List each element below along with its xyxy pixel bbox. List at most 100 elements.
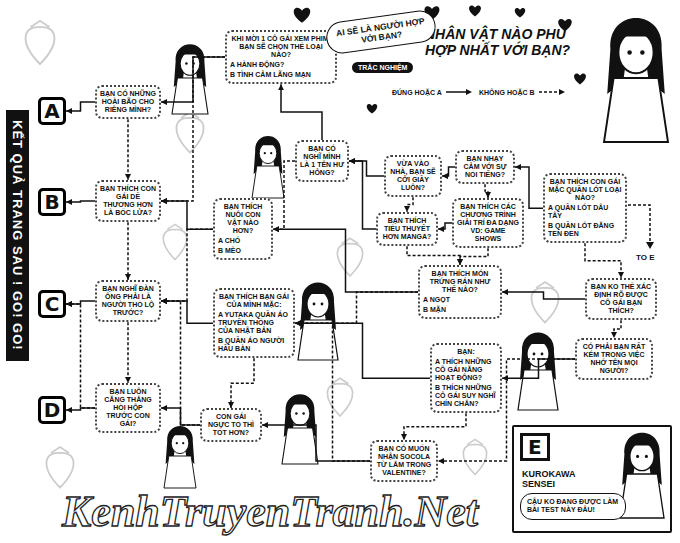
question-box: CON GÁI NGỰC TO THÌ TỐT HƠN?: [200, 408, 262, 442]
question-text: VỪA VÀO NHÀ, BẠN SẼ CỞI GIẦY LUÔN?: [389, 160, 437, 192]
question-text: BẠN THÍCH TIỂU THUYẾT HƠN MANGA?: [381, 217, 433, 241]
flow-arrow: [66, 304, 95, 408]
strawberry: [46, 447, 73, 488]
option-text: B MÈO: [218, 247, 268, 255]
result-letter: A: [44, 101, 59, 121]
flow-arrow: [127, 119, 129, 180]
flow-arrow: [231, 358, 254, 408]
flow-arrow: [585, 243, 621, 278]
option-text: B MẶN: [423, 306, 497, 314]
legend-text: ĐÚNG HOẶC A: [392, 89, 442, 96]
flow-arrow: [407, 246, 460, 265]
option-text: A QUẦN LÓT DÂU TÂY: [548, 204, 622, 220]
question-box: CÓ PHẢI BẠN RẤT KÉM TRONG VIỆC NHỚ TÊN M…: [575, 338, 653, 380]
option-text: B THÍCH NHỮNG CÔ GÁI SUY NGHĨ CHÍN CHẮN?: [435, 384, 497, 408]
heart: [574, 73, 586, 84]
heart: [294, 8, 310, 23]
strawberry: [337, 238, 362, 276]
question-text: BẠN NHẠY CẢM VỚI SỰ NỔI TIẾNG?: [460, 155, 510, 179]
result-box: B: [38, 188, 66, 216]
result-letter: E: [520, 433, 550, 461]
question-text: BẠN KO THỂ XÁC ĐỊNH RÕ ĐƯỢC CÔ GÁI BẠN T…: [590, 283, 652, 315]
legend-sample: [538, 88, 566, 96]
arrow-head: [646, 242, 654, 249]
strawberry: [327, 378, 352, 416]
result-letter: B: [44, 192, 59, 212]
chart-title: NHÂN VẬT NÀO PHÙ HỢP NHẤT VỚI BẠN?: [425, 26, 597, 58]
heart: [469, 5, 481, 16]
question-box: VỪA VÀO NHÀ, BẠN SẼ CỞI GIẦY LUÔN?: [384, 155, 442, 197]
heart-pattern: [294, 5, 586, 113]
flow-arrow: [295, 292, 418, 323]
flow-arrow: [485, 184, 488, 198]
option-text: A THÍCH NHỮNG CÔ GÁI NĂNG HOẠT ĐỘNG?: [435, 358, 497, 382]
flow-arrow: [66, 301, 95, 304]
strawberry: [176, 112, 203, 153]
speech-bubble: CẬU KO ĐANG ĐƯỢC LÀM BÀI TEST NÀY ĐÂU!: [520, 493, 626, 520]
boy-figure: [164, 426, 196, 488]
option-text: A CHÓ: [218, 237, 268, 245]
question-box: BẠN: A THÍCH NHỮNG CÔ GÁI NĂNG HOẠT ĐỘNG?…: [430, 343, 502, 413]
question-box: BẠN THÍCH TIỂU THUYẾT HƠN MANGA?: [376, 212, 438, 246]
question-text: BẠN CÓ NHỮNG HOÀI BÃO CHO RIÊNG MÌNH?: [100, 90, 156, 114]
question-text: BẠN THÍCH CON GÁI DỄ THƯƠNG HƠN LÀ BỐC L…: [100, 185, 156, 217]
flow-arrow: [66, 408, 95, 410]
to-e-arrow: [628, 205, 654, 249]
header-bubble: AI SẼ LÀ NGƯỜI HỢP VỚI BẠN?: [324, 9, 437, 56]
flow-arrow: [295, 323, 430, 378]
question-box: BẠN LUÔN CĂNG THẲNG HỒI HỘP TRƯỚC CON GÁ…: [95, 383, 161, 433]
question-text: KHI MỜI 1 CÔ GÁI XEM PHIM, BẠN SẼ CHỌN T…: [230, 35, 332, 59]
heart: [367, 104, 377, 114]
question-box: KHI MỜI 1 CÔ GÁI XEM PHIM, BẠN SẼ CHỌN T…: [225, 30, 337, 84]
flow-arrow: [127, 222, 129, 280]
question-text: BẠN THÍCH BẠN GÁI CỦA MÌNH MẶC:: [218, 293, 290, 309]
legend-arrowhead: [466, 89, 472, 95]
teacher-figure: [620, 433, 664, 518]
flow-arrow: [460, 248, 488, 265]
flow-arrow: [66, 200, 95, 202]
legend-arrowhead: [559, 89, 565, 95]
flow-arrow: [273, 161, 295, 229]
flow-arrow: [161, 229, 213, 301]
question-box: BẠN THÍCH MÓN TRỨNG RÁN NHƯ THẾ NÀO? A NG…: [418, 265, 502, 319]
flow-arrow: [66, 102, 95, 111]
question-box: BẠN CÓ NGHĨ MÌNH LÀ 1 TÊN HƯ HỎNG?: [295, 140, 349, 182]
flow-arrow: [281, 84, 322, 140]
question-text: BẠN LUÔN CĂNG THẲNG HỒI HỘP TRƯỚC CON GÁ…: [100, 388, 156, 428]
option-text: B QUẦN LÓT ĐĂNG TEN ĐEN: [548, 222, 622, 238]
legend: ĐÚNG HOẶC A KHÔNG HOẶC B: [392, 88, 572, 96]
question-box: BẠN THÍCH CÁC CHƯƠNG TRÌNH GIẢI TRÍ ĐA D…: [452, 198, 524, 248]
question-box: BẠN CÓ NHỮNG HOÀI BÃO CHO RIÊNG MÌNH?: [95, 85, 161, 119]
girl-figure: [282, 394, 318, 464]
strawberry-pattern: [26, 21, 559, 488]
question-text: BẠN THÍCH MÓN TRỨNG RÁN NHƯ THẾ NÀO?: [423, 270, 497, 294]
question-text: BẠN THÍCH CÁC CHƯƠNG TRÌNH GIẢI TRÍ ĐA D…: [457, 203, 519, 243]
result-box: D: [38, 396, 66, 424]
question-box: BẠN NGHĨ ĐÀN ÔNG PHẢI LÀ NGƯỜI THỔ LỘ TR…: [95, 280, 161, 322]
question-text: BẠN NGHĨ ĐÀN ÔNG PHẢI LÀ NGƯỜI THỔ LỘ TR…: [100, 285, 156, 317]
strawberry: [26, 21, 55, 64]
flow-arrow: [349, 161, 376, 229]
result-e-panel: EKUROKAWA SENSEICẬU KO ĐANG ĐƯỢC LÀM BÀI…: [512, 425, 672, 533]
legend-line: [539, 91, 560, 93]
strawberry: [163, 224, 186, 259]
strawberry: [531, 282, 558, 323]
watermark: KenhTruyenTranh.Net: [62, 490, 478, 534]
flow-arrow: [438, 223, 452, 229]
flow-arrow: [295, 323, 370, 461]
flow-arrow: [442, 167, 455, 176]
flow-arrow: [161, 57, 225, 201]
question-text: CÓ PHẢI BẠN RẤT KÉM TRONG VIỆC NHỚ TÊN M…: [580, 343, 648, 375]
question-text: BẠN CÓ NGHĨ MÌNH LÀ 1 TÊN HƯ HỎNG?: [300, 145, 344, 177]
question-text: BẠN:: [435, 348, 497, 356]
legend-text: KHÔNG HOẶC B: [479, 89, 535, 96]
flow-arrow: [502, 292, 585, 299]
results-band: KẾT QUẢ TRANG SAU ! GO! GO!: [6, 110, 29, 361]
option-text: A NGỌT: [423, 296, 497, 304]
result-box: A: [38, 97, 66, 125]
question-text: CON GÁI NGỰC TO THÌ TỐT HƠN?: [205, 413, 257, 437]
flow-arrow: [161, 201, 213, 229]
question-box: BẠN THÍCH CON GÁI MẶC QUẦN LÓT LOẠI NÀO?…: [543, 173, 627, 243]
result-letter: D: [44, 400, 61, 420]
option-text: B QUẦN ÁO NGƯỜI HẦU BÀN: [218, 337, 290, 353]
